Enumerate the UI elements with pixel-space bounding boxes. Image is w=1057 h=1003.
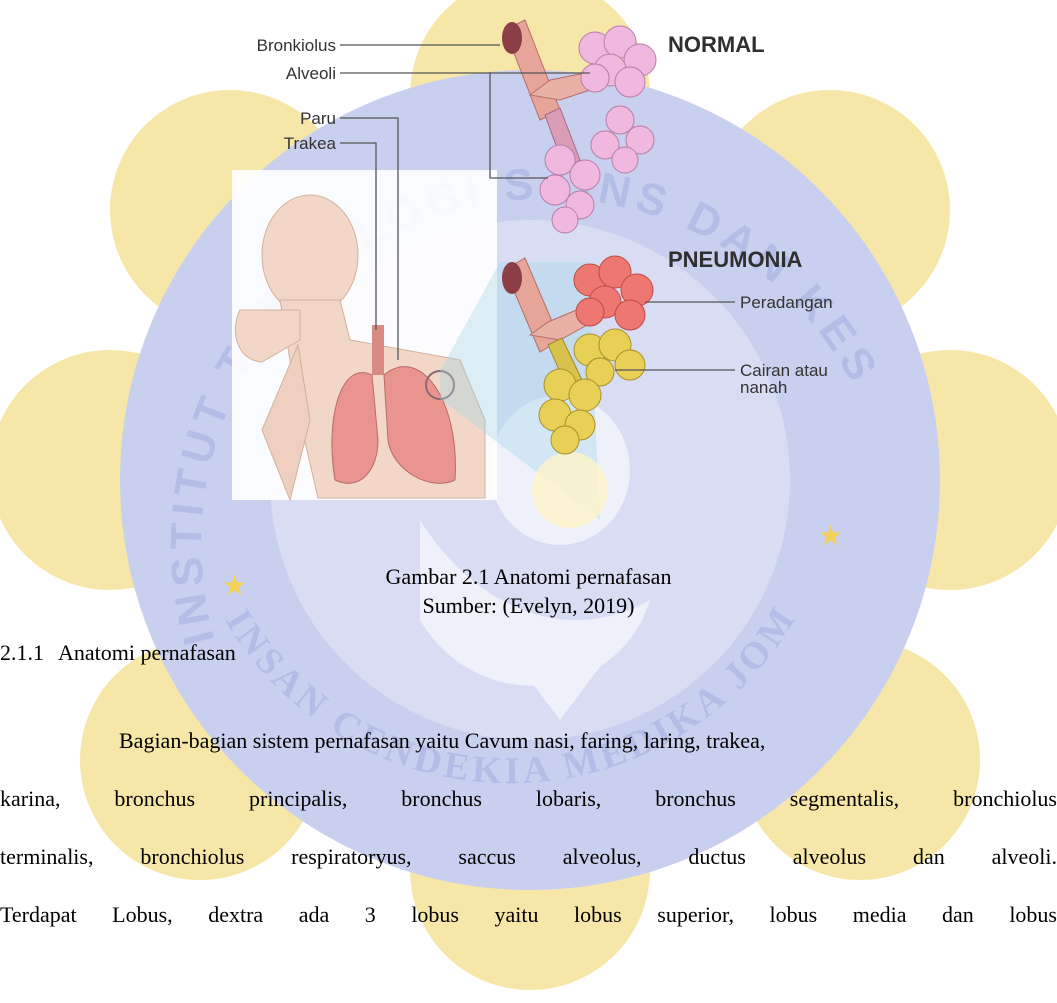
body-paragraph: Bagian-bagian sistem pernafasan yaitu Ca… — [0, 712, 1057, 944]
section-title: Anatomi pernafasan — [58, 640, 236, 665]
body-line: karina, bronchus principalis, bronchus l… — [0, 770, 1057, 828]
caption-source: Sumber: (Evelyn, 2019) — [0, 591, 1057, 620]
title-pneumonia: PNEUMONIA — [668, 247, 803, 272]
caption-title: Gambar 2.1 Anatomi pernafasan — [0, 562, 1057, 591]
label-alveoli: Alveoli — [286, 64, 336, 83]
body-line: terminalis, bronchiolus respiratoryus, s… — [0, 828, 1057, 886]
label-cairan-line2: nanah — [740, 378, 787, 397]
section-number: 2.1.1 — [0, 640, 58, 666]
label-trakea: Trakea — [284, 134, 337, 153]
label-paru: Paru — [300, 109, 336, 128]
body-line: Bagian-bagian sistem pernafasan yaitu Ca… — [0, 712, 1057, 770]
label-bronkiolus: Bronkiolus — [257, 36, 336, 55]
body-line: Terdapat Lobus, dextra ada 3 lobus yaitu… — [0, 886, 1057, 944]
normal-alveoli-illustration — [502, 20, 656, 233]
title-normal: NORMAL — [668, 32, 765, 57]
label-peradangan: Peradangan — [740, 293, 833, 312]
figure-caption: Gambar 2.1 Anatomi pernafasan Sumber: (E… — [0, 562, 1057, 620]
anatomy-figure: Bronkiolus Alveoli Paru Trakea Peradanga… — [0, 0, 1057, 540]
